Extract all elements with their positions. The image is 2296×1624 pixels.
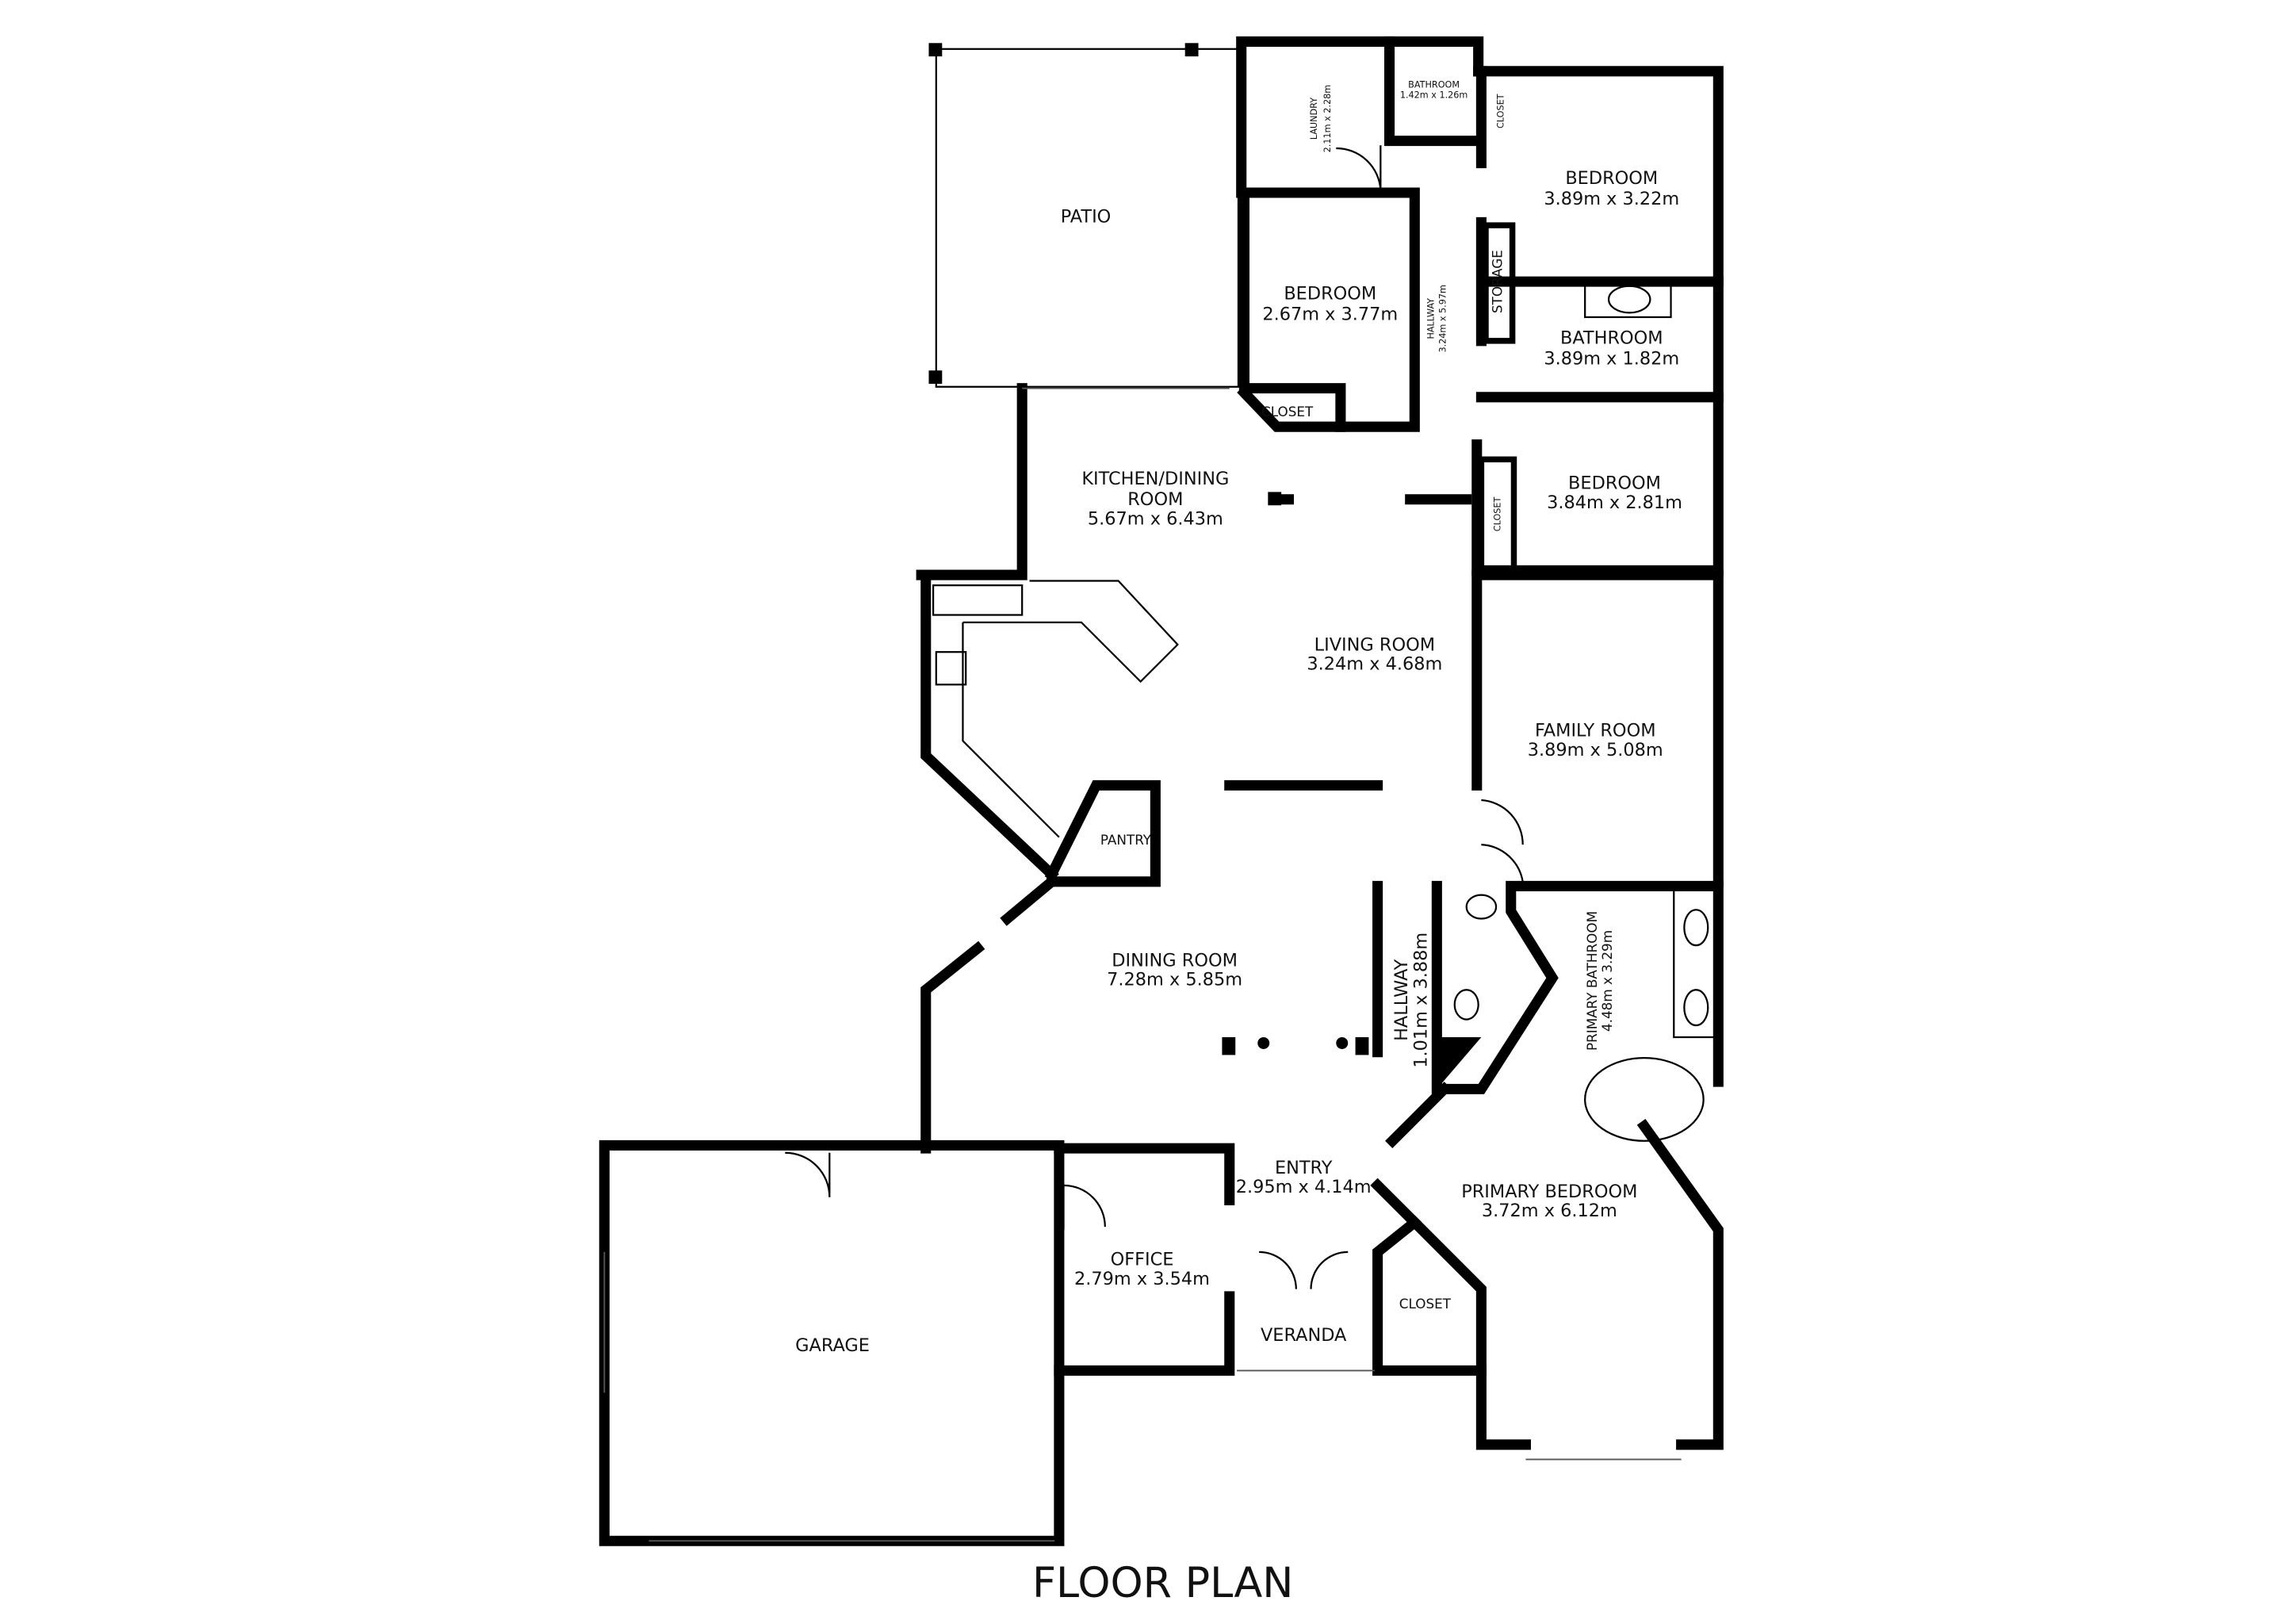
- room-label-kitchen: KITCHEN/DINING: [1081, 469, 1229, 489]
- room-size-hallway-s: 1.01m x 3.88m: [1410, 933, 1431, 1068]
- room-label-kitchen-2: ROOM: [1127, 489, 1183, 510]
- plan-title: FLOOR PLAN: [1032, 1559, 1293, 1607]
- room-size-laundry: 2.11m x 2.28m: [1322, 85, 1333, 152]
- room-label-patio: PATIO: [1061, 206, 1112, 227]
- room-label-hallway-n: HALLWAY: [1426, 298, 1437, 339]
- room-size-kitchen: 5.67m x 6.43m: [1088, 509, 1223, 530]
- room-size-bathroom-small: 1.42m x 1.26m: [1400, 90, 1468, 100]
- room-size-bedroom-e: 3.84m x 2.81m: [1547, 492, 1682, 513]
- fixtures: [603, 145, 1716, 1542]
- room-label-closet-e: CLOSET: [1493, 497, 1503, 532]
- room-label-pantry: PANTRY: [1100, 832, 1152, 848]
- room-label-primary-bathroom: PRIMARY BATHROOM: [1584, 911, 1600, 1051]
- room-label-closet-w: CLOSET: [1261, 404, 1314, 419]
- room-label-family: FAMILY ROOM: [1535, 721, 1656, 741]
- room-label-bedroom-e: BEDROOM: [1568, 473, 1661, 494]
- room-label-bedroom-w: BEDROOM: [1284, 284, 1376, 304]
- room-size-entry: 2.95m x 4.14m: [1236, 1177, 1372, 1197]
- room-size-family: 3.89m x 5.08m: [1528, 740, 1663, 760]
- walls: [599, 36, 1724, 1546]
- room-label-closet-top: CLOSET: [1495, 94, 1506, 128]
- room-size-dining: 7.28m x 5.85m: [1107, 970, 1242, 990]
- room-label-primary-bedroom: PRIMARY BEDROOM: [1461, 1182, 1637, 1202]
- room-label-storage: STORAGE: [1490, 250, 1506, 313]
- room-label-dining: DINING ROOM: [1112, 950, 1238, 971]
- room-label-closet-s: CLOSET: [1399, 1296, 1452, 1312]
- room-label-entry: ENTRY: [1275, 1158, 1333, 1178]
- room-size-office: 2.79m x 3.54m: [1074, 1269, 1210, 1289]
- room-label-bedroom-ne: BEDROOM: [1565, 168, 1658, 189]
- room-label-hallway-s: HALLWAY: [1391, 959, 1412, 1041]
- room-label-office: OFFICE: [1111, 1250, 1174, 1270]
- room-label-living: LIVING ROOM: [1314, 634, 1435, 655]
- room-label-laundry: LAUNDRY: [1309, 98, 1319, 140]
- room-size-bathroom-e: 3.89m x 1.82m: [1544, 349, 1679, 370]
- patio-area: [928, 43, 1240, 388]
- room-label-veranda: VERANDA: [1261, 1325, 1347, 1346]
- room-label-bathroom-small: BATHROOM: [1408, 79, 1460, 90]
- room-size-primary-bedroom: 3.72m x 6.12m: [1482, 1201, 1617, 1221]
- room-label-bathroom-e: BATHROOM: [1560, 328, 1663, 349]
- room-label-garage: GARAGE: [795, 1335, 870, 1356]
- room-size-primary-bathroom: 4.48m x 3.29m: [1599, 930, 1615, 1032]
- room-size-hallway-n: 3.24m x 5.97m: [1438, 285, 1448, 352]
- room-size-living: 3.24m x 4.68m: [1307, 654, 1442, 675]
- room-size-bedroom-ne: 3.89m x 3.22m: [1544, 189, 1679, 209]
- room-size-bedroom-w: 2.67m x 3.77m: [1262, 304, 1398, 325]
